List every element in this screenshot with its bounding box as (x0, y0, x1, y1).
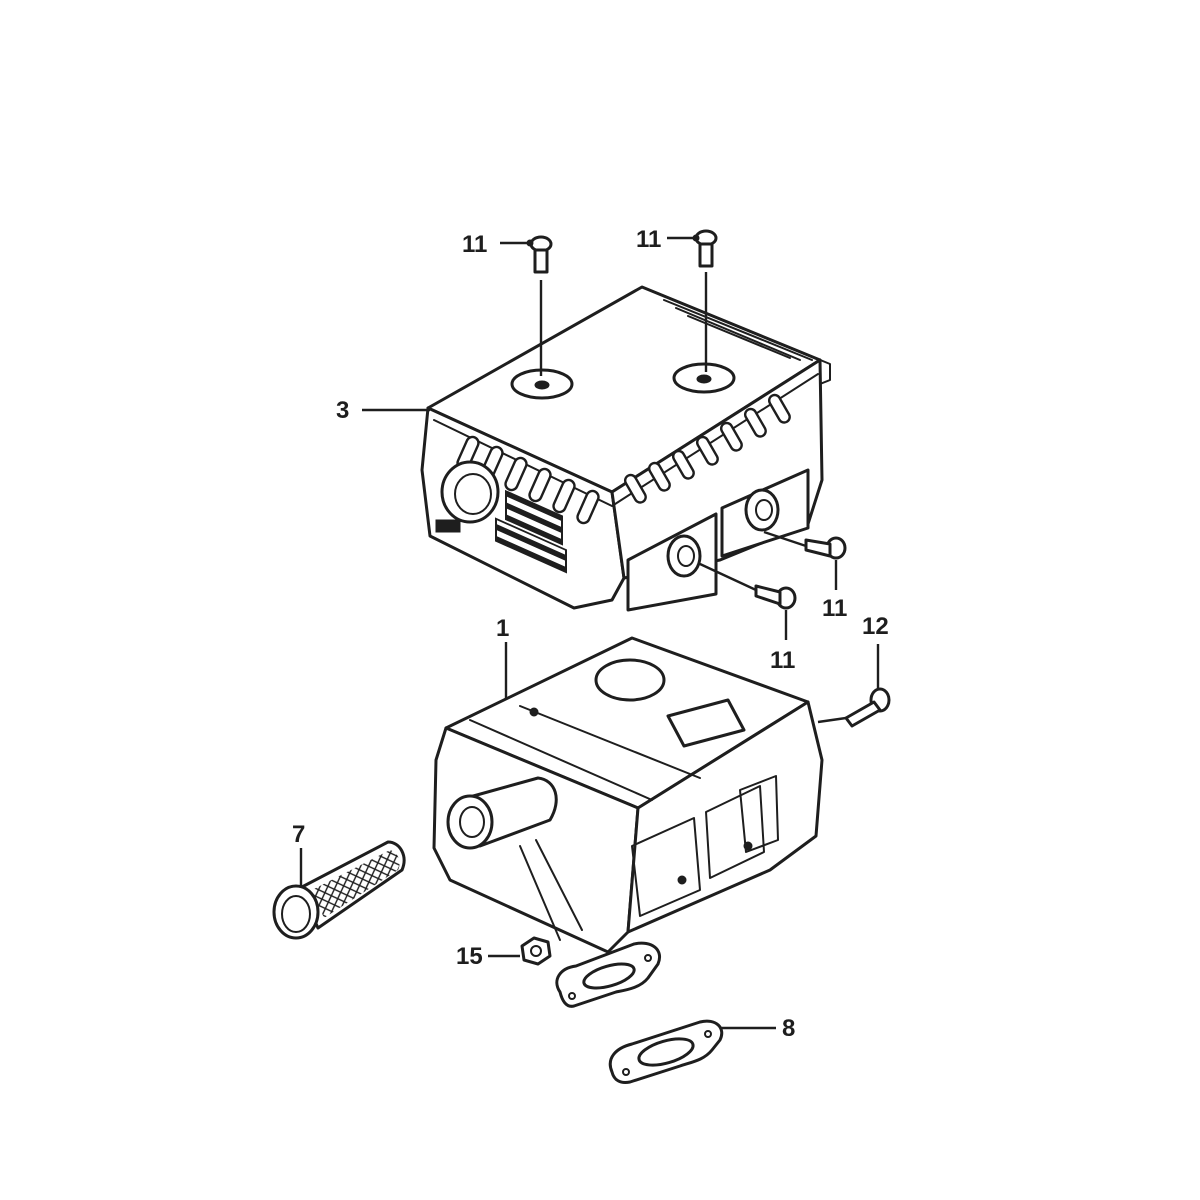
callout-11-side-upper: 11 (822, 595, 847, 622)
callout-15: 15 (456, 943, 483, 970)
callout-11-left-top: 11 (462, 231, 487, 258)
bolt-11-side-upper[interactable] (804, 536, 847, 560)
muffler-protector[interactable] (420, 285, 831, 612)
top-mounting-holes (510, 362, 736, 400)
exhaust-gasket[interactable] (608, 1019, 724, 1084)
screw-12[interactable] (844, 687, 891, 728)
muffler-body[interactable] (432, 636, 824, 1008)
bolt-11-right-top[interactable] (694, 229, 718, 268)
side-vent-slots (623, 393, 791, 504)
callout-11-right-top: 11 (636, 226, 661, 253)
body-top-cap (594, 658, 666, 702)
callout-labels: 11 11 3 11 11 1 12 7 15 8 (292, 226, 889, 1042)
spark-arrester[interactable] (272, 840, 406, 940)
bolt-11-side-lower[interactable] (754, 584, 797, 610)
side-boss-hole (666, 534, 702, 578)
callout-12: 12 (862, 613, 889, 640)
callout-11-side-lower: 11 (770, 647, 795, 674)
callout-7: 7 (292, 821, 305, 848)
arrester-collar (272, 884, 320, 940)
bolt-11-left-top[interactable] (529, 235, 553, 274)
callout-8: 8 (782, 1015, 795, 1042)
flange-nut[interactable] (520, 936, 552, 966)
leader-lines (299, 234, 880, 1030)
callout-3: 3 (336, 397, 349, 424)
callout-1: 1 (496, 615, 509, 642)
